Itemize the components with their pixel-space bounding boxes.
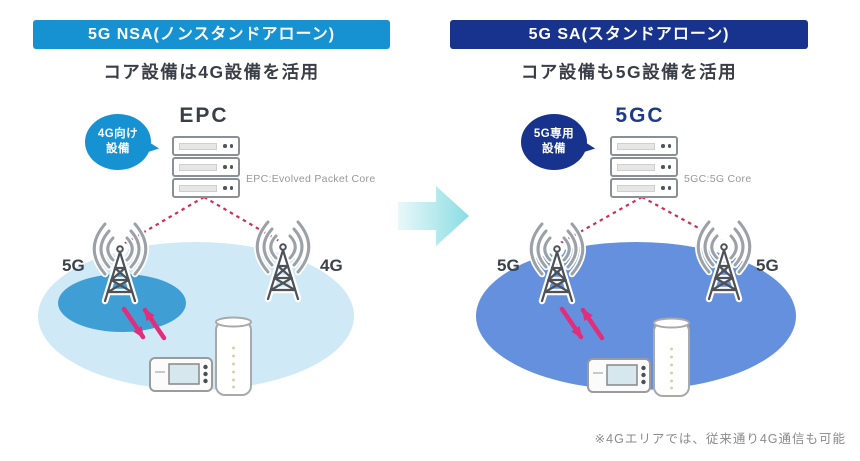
sa-tower-right-label: 5G <box>756 256 779 275</box>
server-unit <box>610 178 678 198</box>
sa-tower-left-label: 5G <box>497 256 520 275</box>
server-leds <box>223 186 233 190</box>
sa-core-link-left <box>556 196 643 246</box>
sa-core-server-icon <box>610 136 678 199</box>
nsa-equipment-bubble: 4G向け 設備 <box>85 114 151 170</box>
sa-header: 5G SA(スタンドアローン) <box>450 20 808 49</box>
server-unit <box>172 157 240 177</box>
nsa-5g-coverage-ellipse <box>58 274 186 332</box>
server-unit <box>172 136 240 156</box>
sa-equipment-bubble: 5G専用 設備 <box>521 114 587 170</box>
sa-mobile-router-icon <box>587 358 651 393</box>
server-leds <box>223 144 233 148</box>
nsa-header: 5G NSA(ノンスタンドアローン) <box>33 20 390 49</box>
sa-bubble-line1: 5G専用 <box>533 128 575 141</box>
transition-arrow-icon <box>398 186 469 246</box>
sa-subtitle: コア設備も5G設備を活用 <box>520 62 738 82</box>
nsa-bubble-line1: 4G向け <box>97 128 139 141</box>
sa-bubble-line2: 設備 <box>542 143 566 155</box>
server-leds <box>661 144 671 148</box>
server-unit <box>172 178 240 198</box>
nsa-subtitle: コア設備は4G設備を活用 <box>103 62 320 82</box>
nsa-tower-left-label: 5G <box>62 256 85 275</box>
nsa-core-caption: EPC:Evolved Packet Core <box>246 173 376 185</box>
nsa-core-server-icon <box>172 136 240 199</box>
server-slot <box>617 184 655 192</box>
nsa-bubble-tail <box>143 140 161 157</box>
server-slot <box>617 142 655 150</box>
server-slot <box>179 184 217 192</box>
server-slot <box>617 163 655 171</box>
nsa-core-link-left <box>121 196 205 246</box>
footnote: ※4Gエリアでは、従来通り4G通信も可能 <box>594 432 846 446</box>
nsa-core-title: EPC <box>179 104 229 127</box>
server-slot <box>179 163 217 171</box>
nsa-tower-right-label: 4G <box>320 256 343 275</box>
server-unit <box>610 136 678 156</box>
sa-core-title: 5GC <box>615 104 665 127</box>
nsa-mobile-router-icon <box>149 357 213 392</box>
sa-bubble-tail <box>579 140 597 157</box>
nsa-bubble-line2: 設備 <box>106 143 130 155</box>
server-leds <box>661 165 671 169</box>
sa-home-router-icon <box>653 317 690 397</box>
server-unit <box>610 157 678 177</box>
server-leds <box>661 186 671 190</box>
nsa-home-router-icon <box>215 316 252 396</box>
server-leds <box>223 165 233 169</box>
server-slot <box>179 142 217 150</box>
sa-core-caption: 5GC:5G Core <box>684 173 752 185</box>
